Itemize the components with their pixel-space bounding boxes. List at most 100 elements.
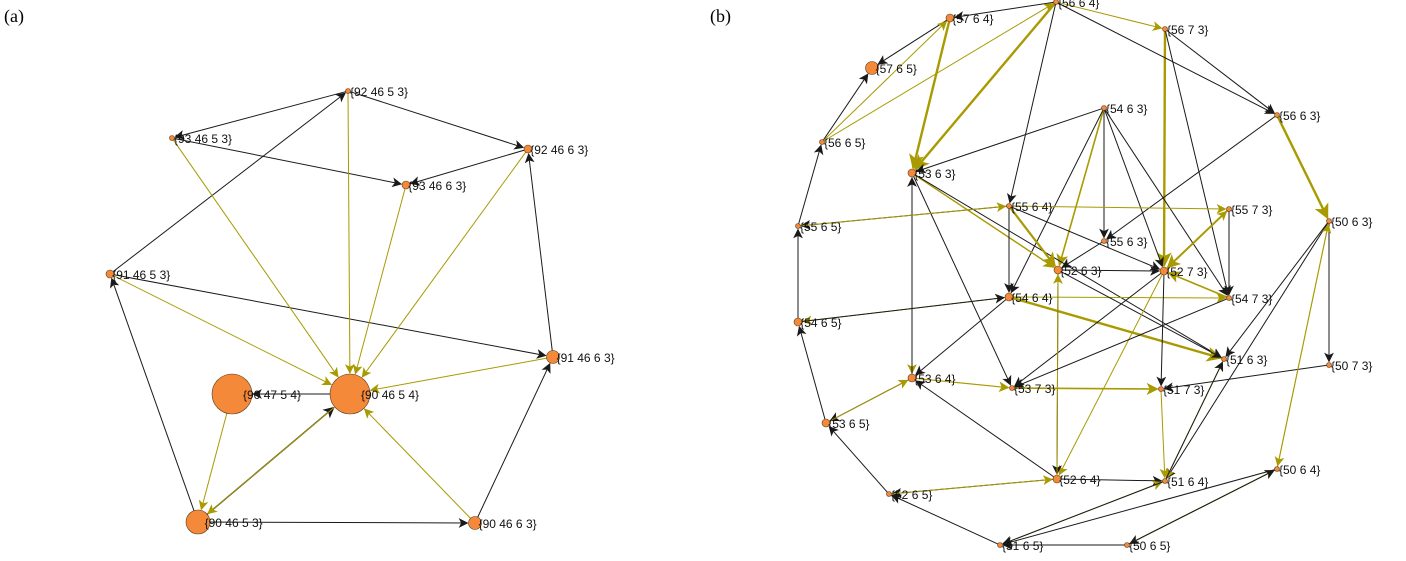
- edge-56_7_3-to-56_6_3: [1165, 29, 1275, 114]
- node-92_46_6_3: [523, 144, 533, 154]
- edge-91_46_5_3-to-91_46_6_3: [111, 273, 547, 359]
- edge-53_7_3-to-51_7_3: [1012, 382, 1159, 395]
- node-57_6_5: [865, 61, 879, 75]
- node-label-50_6_3: {50 6 3}: [1331, 215, 1372, 229]
- edge-55_6_4-to-52_7_3: [1009, 205, 1161, 271]
- node-label-50_6_5: {50 6 5}: [1129, 539, 1170, 553]
- edge-50_7_3-to-51_7_3: [1163, 364, 1329, 393]
- node-51_6_4: [1162, 478, 1168, 484]
- edge-90_46_6_3-to-90_46_5_4: [363, 408, 474, 522]
- node-label-92_46_5_3: {92 46 5 3}: [350, 85, 408, 99]
- edge-90_46_5_3-to-91_46_5_3: [110, 277, 197, 518]
- node-51_6_3: [1221, 356, 1227, 362]
- edge-51_6_4-to-51_6_3: [1164, 361, 1224, 481]
- node-label-91_46_6_3: {91 46 6 3}: [557, 351, 615, 365]
- edge-91_46_6_3-to-90_46_5_4: [369, 357, 551, 394]
- node-label-90_46_5_3: {90 46 5 3}: [205, 516, 263, 530]
- node-57_6_4: [945, 13, 955, 23]
- node-54_6_5: [793, 317, 803, 327]
- edges-a: [110, 90, 554, 528]
- edge-92_46_6_3-to-93_46_6_3: [409, 149, 527, 186]
- edge-93_46_5_3-to-90_46_5_4: [172, 138, 339, 378]
- node-54_6_3: [1101, 105, 1107, 111]
- node-label-93_46_5_3: {93 46 5 3}: [174, 132, 232, 146]
- node-51_6_5: [997, 542, 1003, 548]
- edge-50_6_4-to-50_6_3: [1276, 223, 1332, 469]
- node-90_46_5_4: [329, 373, 371, 415]
- edge-56_6_3-to-55_6_3: [1106, 115, 1277, 240]
- node-label-53_6_5: {53 6 5}: [828, 417, 869, 431]
- diagram-a: {92 46 5 3} {93 46 5 3} {92 46 6 3} {93 46 …: [105, 85, 615, 535]
- edge-54_6_3-to-53_6_3: [915, 107, 1104, 174]
- node-56_6_4: [1053, 0, 1059, 5]
- edge-93_46_6_3-to-90_46_5_4: [352, 186, 407, 375]
- edge-50_6_3-to-51_6_3: [1225, 221, 1329, 357]
- node-label-57_6_5: {57 6 5}: [876, 62, 917, 76]
- node-90_46_6_3: [468, 516, 482, 530]
- edge-91_46_6_3-to-92_46_6_3: [524, 153, 554, 355]
- edge-56_6_4-to-57_6_4: [953, 1, 1056, 21]
- edge-92_46_5_3-to-92_46_6_3: [348, 90, 525, 150]
- edge-90_47_5_4-to-90_46_5_3: [198, 401, 231, 511]
- diagram-b: {56 6 4}{57 6 4}{56 7 3}{57 6 5}{54 6 3}…: [793, 0, 1372, 553]
- node-52_6_3: [1053, 265, 1063, 275]
- node-label-55_6_3: {55 6 3}: [1106, 235, 1147, 249]
- edge-52_6_3-to-51_6_3: [1059, 270, 1222, 358]
- edge-54_6_4-to-53_6_4: [915, 297, 1009, 376]
- node-55_6_3: [1101, 238, 1107, 244]
- node-50_7_3: [1326, 362, 1332, 368]
- edge-54_6_5-to-54_6_4: [799, 293, 1005, 323]
- edge-56_6_4-to-56_7_3: [1056, 1, 1163, 31]
- node-50_6_3: [1326, 218, 1332, 224]
- node-54_7_3: [1226, 295, 1232, 301]
- node-label-52_6_3: {52 6 3}: [1060, 264, 1101, 278]
- edge-53_6_5-to-53_6_4: [827, 379, 909, 423]
- edge-90_46_5_3-to-90_46_6_3: [202, 518, 469, 528]
- node-label-51_6_3: {51 6 3}: [1226, 353, 1267, 367]
- edge-52_6_5-to-52_6_4: [889, 475, 1053, 495]
- node-label-56_6_5: {56 6 5}: [824, 136, 865, 150]
- edge-56_7_3-to-52_7_3: [1156, 29, 1172, 268]
- node-label-57_6_4: {57 6 4}: [952, 12, 993, 26]
- node-55_7_3: [1226, 206, 1232, 212]
- edge-55_6_4-to-55_7_3: [1009, 203, 1227, 214]
- node-93_46_5_3: [169, 135, 175, 141]
- edge-51_6_4-to-51_6_5: [1002, 480, 1165, 546]
- edge-55_6_5-to-55_6_4: [798, 202, 1007, 227]
- edge-52_6_4-to-53_6_4: [915, 380, 1056, 479]
- edge-52_6_4-to-51_6_4: [1058, 475, 1163, 486]
- node-52_7_3: [1159, 266, 1169, 276]
- edge-54_6_3-to-52_6_3: [1056, 108, 1105, 267]
- edge-50_6_5-to-50_6_4: [1127, 470, 1275, 545]
- edge-55_6_5-to-56_6_5: [797, 144, 824, 226]
- node-90_46_5_3: [185, 509, 211, 535]
- node-53_6_4: [907, 373, 917, 383]
- edge-50_6_4-to-51_6_5: [1002, 468, 1277, 547]
- edge-56_6_5-to-56_6_4: [822, 3, 1054, 142]
- edge-56_6_4-to-56_6_3: [1056, 2, 1275, 114]
- nodes-a: {92 46 5 3} {93 46 5 3} {92 46 6 3} {93 46 …: [105, 85, 615, 535]
- node-50_6_4: [1274, 466, 1280, 472]
- node-label-56_6_4: {56 6 4}: [1058, 0, 1099, 10]
- node-90_47_5_4: [211, 373, 253, 415]
- edge-55_6_3-to-52_6_3: [1061, 241, 1104, 268]
- node-55_6_4: [1006, 203, 1012, 209]
- node-label-52_6_4: {52 6 4}: [1059, 473, 1100, 487]
- node-label-55_7_3: {55 7 3}: [1231, 203, 1272, 217]
- edge-56_7_3-to-54_7_3: [1164, 29, 1231, 296]
- node-56_6_3: [1274, 112, 1280, 118]
- node-label-92_46_6_3: {92 46 6 3}: [530, 143, 588, 157]
- node-label-90_46_5_4: {90 46 5 4}: [361, 388, 419, 402]
- node-label-55_6_5: {55 6 5}: [800, 220, 841, 234]
- edge-57_6_4-to-53_6_3: [909, 19, 951, 170]
- node-label-93_46_6_3: {93 46 6 3}: [408, 179, 466, 193]
- edge-92_46_6_3-to-90_46_5_4: [361, 150, 528, 378]
- edge-53_6_5-to-54_6_5: [796, 325, 827, 422]
- edge-51_6_5-to-52_6_5: [891, 494, 1000, 546]
- edge-52_6_5-to-53_6_5: [828, 425, 889, 494]
- node-label-51_6_4: {51 6 4}: [1167, 475, 1208, 489]
- edge-56_6_4-to-53_6_3: [914, 2, 1057, 171]
- edge-90_46_5_4-to-90_46_5_3: [207, 398, 345, 515]
- edge-51_7_3-to-51_6_4: [1159, 389, 1170, 479]
- node-52_6_4: [1052, 474, 1062, 484]
